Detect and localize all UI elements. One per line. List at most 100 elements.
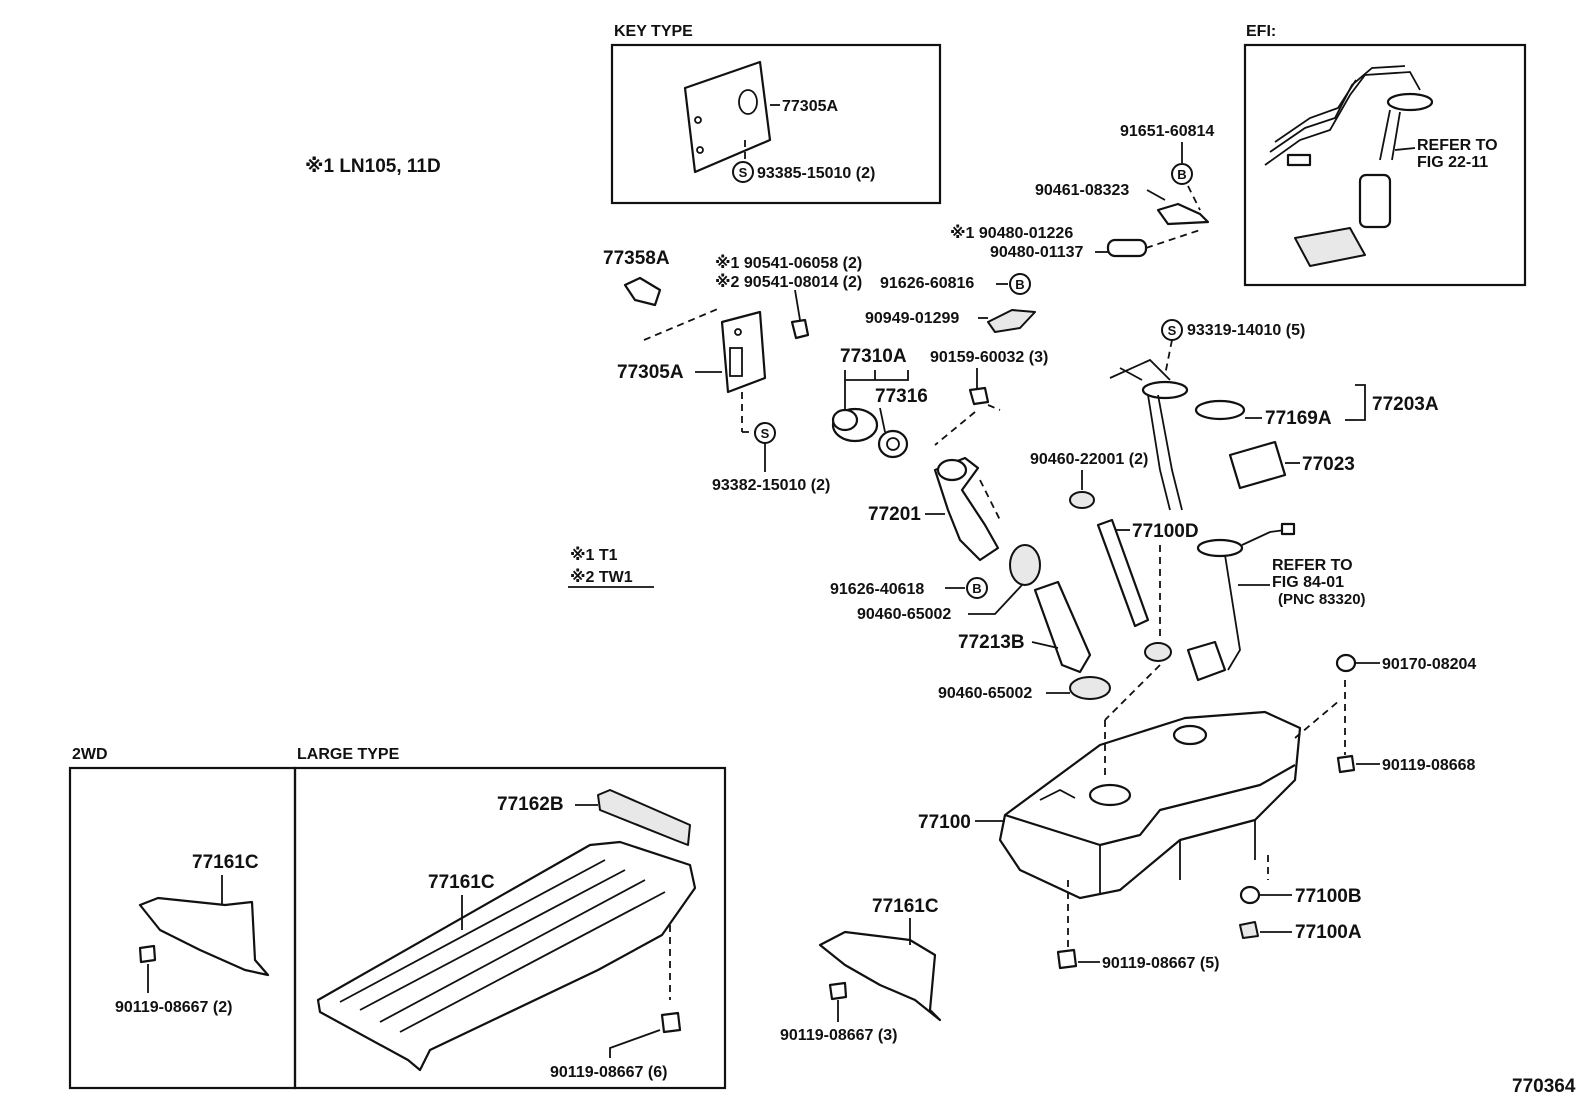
b-symbol-40618: [966, 577, 988, 599]
label-77162B: 77162B: [497, 794, 564, 815]
label-77358A: 77358A: [603, 248, 670, 269]
label-90480a: ※1 90480-01226: [950, 224, 1073, 242]
large-type-panel: LARGE TYPE: [293, 746, 727, 1090]
efi-refer-line1: REFER TO: [1417, 137, 1498, 154]
bolt-90119-08668: [1336, 754, 1356, 774]
label-90119-6: 90119-08667 (6): [550, 1064, 667, 1081]
cushion-77100B: [1239, 885, 1261, 905]
svg-text:S: S: [761, 426, 770, 441]
key-type-cover-drawing: [683, 60, 772, 174]
gauge-refer-line3: (PNC 83320): [1278, 591, 1366, 608]
label-91626-60816: 91626-60816: [880, 275, 974, 292]
gauge-refer-line2: FIG 84-01: [1272, 574, 1344, 591]
clamp-90460-65002a: [1009, 544, 1041, 586]
label-90461: 90461-08323: [1035, 182, 1129, 199]
label-93382: 93382-15010 (2): [712, 477, 830, 494]
bolt-90541: [790, 318, 810, 340]
label-90119-3: 90119-08667 (3): [780, 1027, 897, 1044]
s-symbol-key: [732, 161, 754, 183]
gasket-90949: [987, 309, 1036, 333]
label-77100B: 77100B: [1295, 886, 1362, 907]
fuel-gauge-sender-drawing: [1186, 522, 1296, 682]
fuel-tank-77100: [998, 710, 1302, 900]
protector-77161C-large: [316, 840, 697, 1072]
filler-pipe-77201: [933, 456, 1000, 562]
b-symbol-91651: [1171, 163, 1193, 185]
key-type-panel: KEY TYPE: [610, 23, 942, 205]
label-90119-5: 90119-08667 (5): [1102, 955, 1219, 972]
efi-panel: EFI:: [1243, 23, 1527, 287]
label-77201: 77201: [868, 504, 921, 525]
figure-number: 770364: [1512, 1076, 1576, 1097]
label-90170: 90170-08204: [1382, 656, 1476, 673]
bracket-77162B: [597, 789, 691, 846]
label-93319: 93319-14010 (5): [1187, 322, 1305, 339]
gasket-77169A: [1194, 399, 1246, 421]
clamp-90460-22001: [1069, 491, 1095, 509]
label-91626-40618: 91626-40618: [830, 581, 924, 598]
label-77316: 77316: [875, 386, 928, 407]
label-77161C-2wd: 77161C: [192, 852, 259, 873]
bolt-90119-2: [138, 944, 157, 964]
cushion-77100A: [1239, 921, 1259, 939]
hose-77100D: [1096, 518, 1150, 628]
cushion-90170: [1335, 653, 1357, 673]
label-90460-65002a: 90460-65002: [857, 606, 951, 623]
label-77161C-large: 77161C: [428, 872, 495, 893]
svg-text:B: B: [972, 581, 981, 596]
label-77100D: 77100D: [1132, 521, 1199, 542]
cover-77305A-drawing: [720, 310, 767, 394]
efi-fuel-pump-drawing: [1264, 65, 1434, 267]
protector-77161C-2wd: [138, 896, 270, 977]
label-93385: 93385-15010 (2): [757, 165, 875, 182]
b-symbol-60816: [1009, 273, 1031, 295]
label-90480b: 90480-01137: [990, 244, 1084, 261]
svg-text:B: B: [1177, 167, 1186, 182]
label-90541b: ※2 90541-08014 (2): [715, 273, 862, 291]
bolt-90119-6: [660, 1011, 682, 1034]
hose-77213B: [1033, 580, 1092, 674]
label-90159: 90159-60032 (3): [930, 349, 1048, 366]
key-type-title: KEY TYPE: [614, 23, 693, 40]
label-77161C-mid: 77161C: [872, 896, 939, 917]
note-tw1: ※2 TW1: [570, 568, 633, 586]
label-90119-2: 90119-08667 (2): [115, 999, 232, 1016]
label-91651: 91651-60814: [1120, 123, 1214, 140]
label-90460-22001: 90460-22001 (2): [1030, 451, 1148, 468]
label-77305A: 77305A: [617, 362, 684, 383]
label-90119-08668: 90119-08668: [1382, 757, 1476, 774]
protector-77161C-mid: [818, 930, 942, 1022]
label-77213B: 77213B: [958, 632, 1025, 653]
bolt-90119-5: [1056, 948, 1078, 970]
label-77310A: 77310A: [840, 346, 907, 367]
bracket-77358A: [623, 276, 662, 307]
efi-refer-line2: FIG 22-11: [1417, 154, 1488, 171]
label-77100A: 77100A: [1295, 922, 1362, 943]
screw-90159: [968, 386, 990, 406]
grommet-90480: [1106, 238, 1148, 258]
efi-title: EFI:: [1246, 23, 1276, 40]
clamp-77100D: [1144, 642, 1172, 662]
lock-cylinder-77310A: [831, 407, 909, 459]
filter-77023: [1228, 440, 1287, 490]
gauge-refer-line1: REFER TO: [1272, 557, 1353, 574]
clamp-90460-65002b: [1069, 676, 1111, 700]
note-ln105: ※1 LN105, 11D: [305, 156, 441, 177]
label-77023: 77023: [1302, 454, 1355, 475]
clamp-90461: [1156, 202, 1210, 226]
two-wd-title: 2WD: [72, 746, 108, 763]
label-90460-65002b: 90460-65002: [938, 685, 1032, 702]
label-77203A: 77203A: [1372, 394, 1439, 415]
svg-text:S: S: [1168, 323, 1177, 338]
svg-text:B: B: [1015, 277, 1024, 292]
label-77169A: 77169A: [1265, 408, 1332, 429]
bolt-90119-3: [828, 981, 848, 1001]
label-90949: 90949-01299: [865, 310, 959, 327]
label-77305A-key: 77305A: [782, 98, 838, 115]
large-type-title: LARGE TYPE: [297, 746, 400, 763]
sender-gauge-77203A: [1109, 358, 1189, 511]
svg-text:S: S: [739, 165, 748, 180]
note-t1: ※1 T1: [570, 546, 618, 564]
label-77100: 77100: [918, 812, 971, 833]
